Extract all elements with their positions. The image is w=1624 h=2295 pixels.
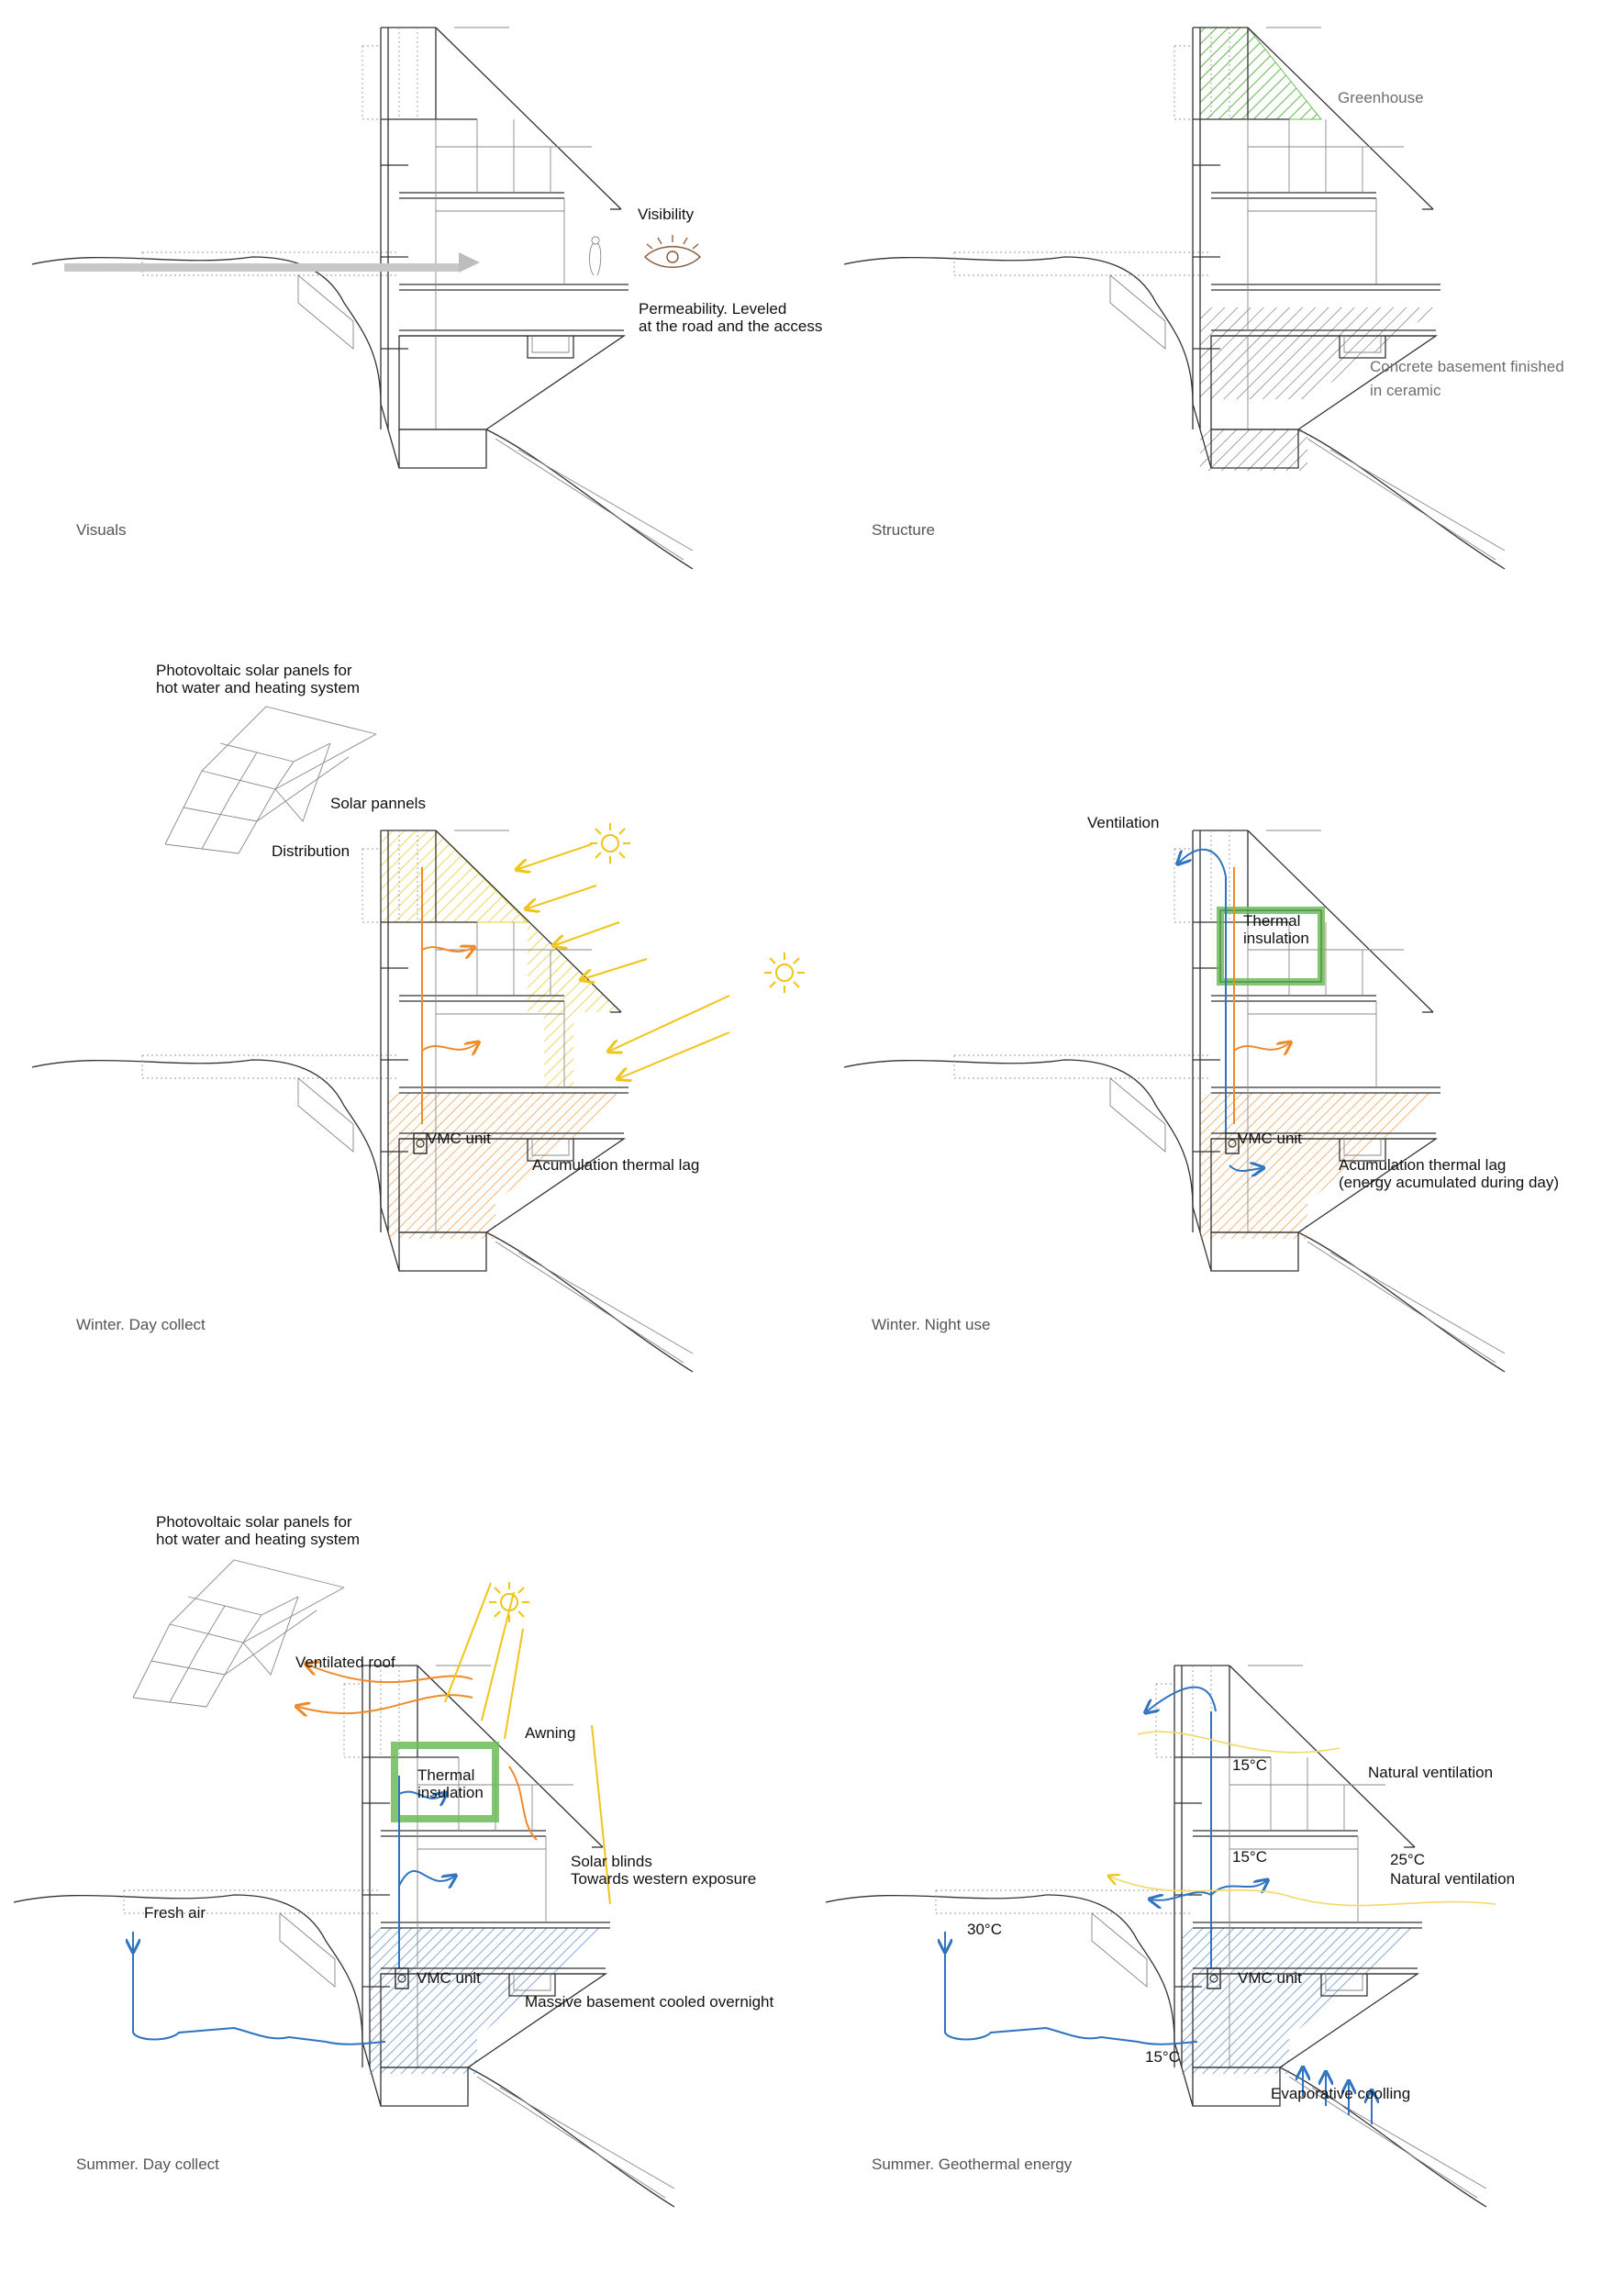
- vmc-label-winter-night: VMC unit: [1238, 1130, 1302, 1147]
- massive-basement-label: Massive basement cooled overnight: [525, 1993, 773, 2011]
- solar-blinds-label-2: Towards western exposure: [571, 1870, 756, 1888]
- vmc-label-summer-day: VMC unit: [417, 1969, 481, 1987]
- thermal-insulation-label-summer: Thermal: [417, 1766, 474, 1784]
- caption-visuals: Visuals: [76, 521, 127, 539]
- permeability-label: Permeability. Leveled: [639, 300, 786, 318]
- pv-label-winter: Photovoltaic solar panels for: [156, 662, 352, 679]
- eye-icon: [643, 235, 702, 268]
- distribution-label: Distribution: [272, 842, 350, 860]
- greenhouse-zone: [1199, 27, 1323, 120]
- vmc-label-summer-geo: VMC unit: [1238, 1969, 1302, 1987]
- thermal-insulation-label-night: Thermal: [1243, 912, 1300, 930]
- natural-ventilation-label-2: Natural ventilation: [1390, 1870, 1515, 1888]
- vmc-label-winter-day: VMC unit: [427, 1130, 491, 1147]
- fresh-air-label: Fresh air: [144, 1904, 206, 1922]
- pv-label-summer: Photovoltaic solar panels for: [156, 1513, 352, 1531]
- permeability-label-2: at the road and the access: [639, 318, 822, 335]
- temp-middle: 15°C: [1232, 1848, 1267, 1866]
- sun-icon-summer: [488, 1581, 530, 1623]
- pv-panel-grid-winter: [164, 706, 377, 854]
- temp-ext: 25°C: [1390, 1851, 1425, 1868]
- caption-summer-geo: Summer. Geothermal energy: [872, 2156, 1073, 2173]
- concrete-basement-label-2: in ceramic: [1370, 382, 1441, 399]
- ventilation-label: Ventilation: [1087, 814, 1159, 831]
- solar-panels-label: Solar pannels: [330, 795, 426, 812]
- temp-upper: 15°C: [1232, 1756, 1267, 1774]
- caption-summer-day: Summer. Day collect: [76, 2156, 219, 2173]
- accumulation-label-winter-day: Acumulation thermal lag: [532, 1156, 699, 1174]
- caption-structure: Structure: [872, 521, 935, 539]
- permeability-arrow: [64, 263, 459, 272]
- thermal-insulation-label-summer-2: insulation: [417, 1784, 484, 1801]
- panel-winter-day: [31, 830, 730, 1373]
- caption-winter-night: Winter. Night use: [872, 1316, 990, 1333]
- cool-basement-zone: [370, 1928, 608, 2037]
- panel-summer-geo: [825, 1665, 1496, 2208]
- caption-winter-day: Winter. Day collect: [76, 1316, 206, 1333]
- visibility-label: Visibility: [638, 206, 695, 223]
- panel-visuals: [31, 27, 702, 570]
- solar-panel-zone: [380, 830, 529, 923]
- panel-structure: [843, 27, 1506, 570]
- evaporative-cooling-label: Evaporative coolling: [1271, 2085, 1410, 2102]
- pv-label-winter-2: hot water and heating system: [156, 679, 360, 696]
- concrete-basement-label: Concrete basement finished: [1370, 358, 1564, 375]
- accumulation-label-winter-night-2: (energy acumulated during day): [1339, 1174, 1559, 1191]
- solar-blinds-label: Solar blinds: [571, 1853, 652, 1870]
- natural-ventilation-label: Natural ventilation: [1368, 1764, 1493, 1781]
- greenhouse-label: Greenhouse: [1338, 89, 1424, 106]
- sun-icon-2: [763, 952, 806, 994]
- pv-label-summer-2: hot water and heating system: [156, 1531, 360, 1548]
- panel-winter-night: [843, 830, 1506, 1373]
- sun-icon: [589, 822, 631, 864]
- cool-basement-zone-geo: [1182, 1928, 1420, 2037]
- accumulation-label-winter-night: Acumulation thermal lag: [1339, 1156, 1506, 1174]
- temp-outside: 30°C: [967, 1921, 1002, 1938]
- awning-label: Awning: [525, 1724, 575, 1742]
- thermal-mass-zone: [388, 1093, 627, 1202]
- thermal-insulation-label-night-2: insulation: [1243, 930, 1309, 947]
- temp-ground: 15°C: [1145, 2048, 1180, 2066]
- pv-panel-grid-summer: [132, 1559, 345, 1708]
- panel-summer-day: [13, 1582, 675, 2208]
- thermal-insulation-box-summer: [391, 1742, 499, 1822]
- ventilated-roof-label: Ventilated roof: [295, 1654, 395, 1671]
